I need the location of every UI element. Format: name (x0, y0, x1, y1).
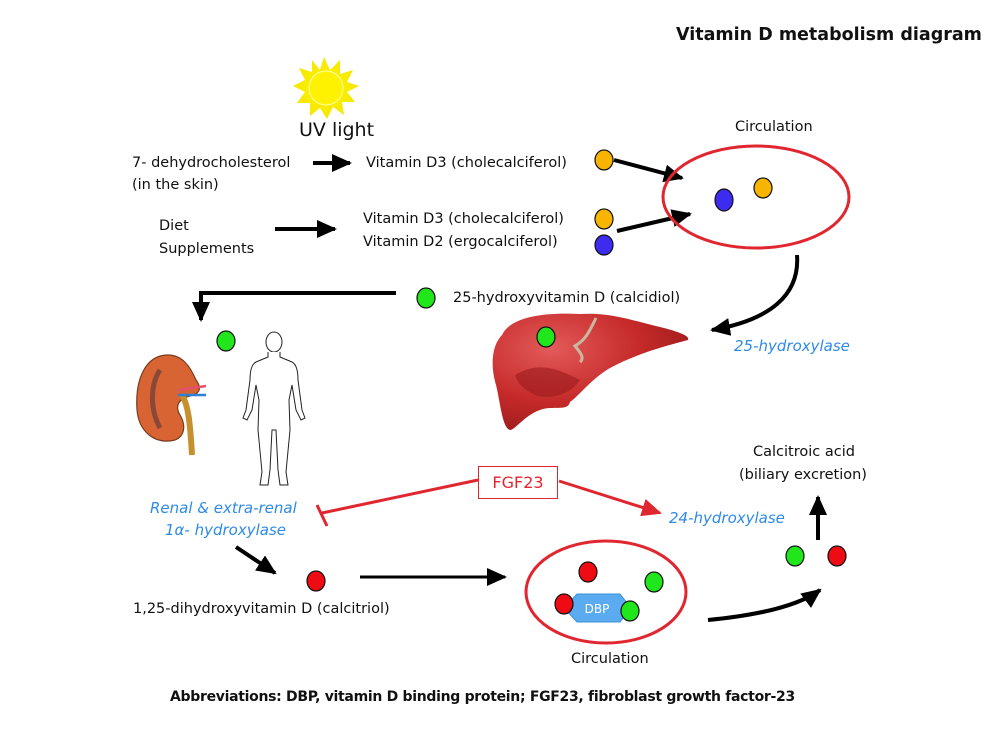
dbp-label: DBP (585, 602, 610, 616)
arrow-calcidiol-to-kidney (192, 291, 396, 322)
calcitroic-acid-label: Calcitroic acid (753, 444, 855, 460)
arrow-circulation-to-liver (710, 254, 800, 336)
molecule-calcitriol-catabolized (827, 545, 847, 567)
molecule-vitamin-d3-circulating (753, 177, 773, 199)
uv-light-label: UV light (299, 119, 375, 141)
molecule-dots (216, 149, 847, 622)
molecule-calcitriol-dbp-bound (554, 593, 574, 615)
enzyme-1alpha-hydroxylase-line2: 1α- hydroxylase (165, 521, 287, 539)
inhibition-bar (315, 504, 329, 527)
molecule-vitamin-d2-circulating (714, 188, 734, 212)
molecule-calcidiol-free (644, 571, 664, 593)
molecule-calcitriol (306, 570, 326, 592)
fgf23-activation-arrow (558, 479, 662, 517)
molecule-calcitriol-free (578, 561, 598, 583)
biliary-excretion-label: (biliary excretion) (739, 467, 867, 483)
molecule-calcidiol-liver (536, 326, 556, 348)
fgf23-box: FGF23 (478, 466, 558, 499)
molecule-vitamin-d3-skin (594, 149, 614, 171)
enzyme-1alpha-hydroxylase-line1: Renal & extra-renal (150, 499, 297, 517)
skin-source-sublabel: (in the skin) (132, 177, 219, 193)
fgf23-inhibition-line (321, 478, 479, 515)
enzyme-24-hydroxylase: 24-hydroxylase (669, 509, 785, 527)
kidney-illustration (136, 354, 207, 456)
molecule-calcidiol-dbp-bound (620, 600, 640, 622)
liver-illustration (492, 313, 689, 430)
molecule-vitamin-d2-diet (594, 234, 614, 256)
product-d3-diet-label: Vitamin D3 (cholecalciferol) (363, 211, 564, 227)
product-d3-skin-label: Vitamin D3 (cholecalciferol) (366, 155, 567, 171)
enzyme-25-hydroxylase: 25-hydroxylase (734, 337, 850, 355)
human-body-illustration (242, 331, 306, 486)
arrow-circulation-to-catabolism (707, 588, 822, 622)
arrow-diet-to-circulation (616, 209, 692, 233)
sun-icon (293, 57, 359, 119)
circulation-top-label: Circulation (735, 119, 813, 135)
circulation-top-ring (661, 144, 851, 250)
calcidiol-label: 25-hydroxyvitamin D (calcidiol) (453, 290, 681, 306)
skin-source-label: 7- dehydrocholesterol (132, 155, 291, 171)
abbreviations-footer: Abbreviations: DBP, vitamin D binding pr… (170, 689, 795, 705)
diagram-title: Vitamin D metabolism diagram (676, 25, 982, 45)
molecule-calcidiol-kidney (216, 330, 236, 352)
diet-source-label: Diet (159, 218, 189, 234)
product-d2-diet-label: Vitamin D2 (ergocalciferol) (363, 234, 558, 250)
molecule-calcidiol-catabolized (785, 545, 805, 567)
arrow-hydroxylase-to-calcitriol (234, 545, 277, 575)
calcitriol-label: 1,25-dihydroxyvitamin D (calcitriol) (133, 601, 390, 617)
circulation-bottom-label: Circulation (571, 651, 649, 667)
molecule-vitamin-d3-diet (594, 208, 614, 230)
molecule-calcidiol (416, 287, 436, 309)
circulation-bottom-ring (524, 539, 688, 645)
supplements-source-label: Supplements (159, 241, 255, 257)
